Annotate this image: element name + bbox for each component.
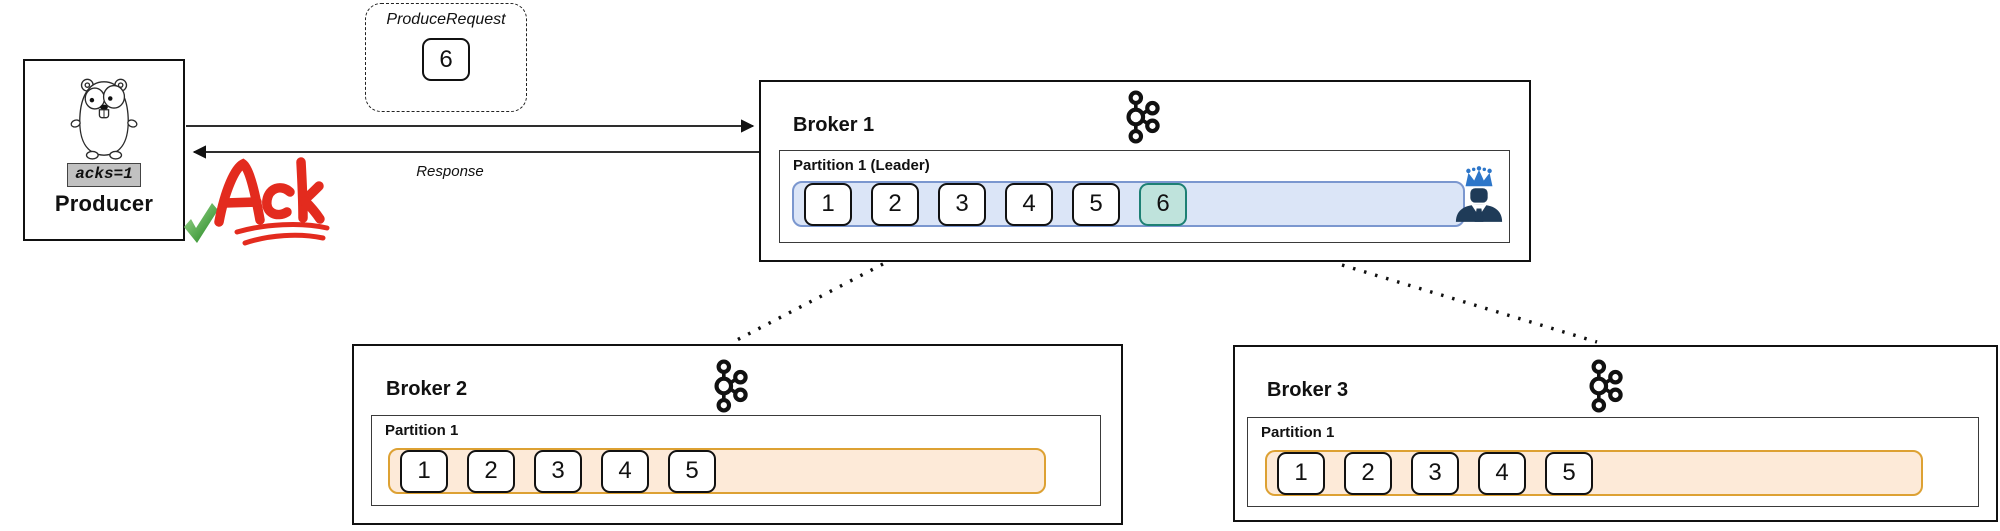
go-gopher-icon — [70, 78, 138, 160]
producer-title: Producer — [54, 191, 154, 216]
message-box: 3 — [938, 182, 986, 226]
message-box: 3 — [534, 449, 582, 493]
producer-box: acks=1 Producer — [23, 59, 185, 241]
message-box: 4 — [601, 449, 649, 493]
kafka-logo-icon — [1126, 90, 1160, 144]
replication-link-broker2 — [732, 262, 884, 344]
message-box: 1 — [400, 449, 448, 493]
message-box: 3 — [1411, 451, 1459, 495]
message-box: 2 — [467, 449, 515, 493]
message-box: 5 — [1545, 451, 1593, 495]
message-box: 5 — [1072, 182, 1120, 226]
message-box-pending: 6 — [422, 38, 470, 81]
kafka-logo-icon — [714, 359, 748, 413]
replication-link-broker3 — [1341, 263, 1598, 344]
broker3-partition-label: Partition 1 — [1261, 424, 1335, 441]
produce-request-label: ProduceRequest — [386, 11, 506, 28]
produce-request-bubble: ProduceRequest 6 — [365, 3, 527, 112]
broker1-title: Broker 1 — [793, 114, 875, 136]
response-label: Response — [416, 163, 484, 180]
message-box: 2 — [871, 182, 919, 226]
message-box: 5 — [668, 449, 716, 493]
broker2-partition-label: Partition 1 — [385, 422, 459, 439]
leader-crown-person-icon — [1455, 166, 1503, 222]
broker2-title: Broker 2 — [386, 378, 468, 400]
ack-check-icon — [184, 203, 218, 243]
acks-config-chip: acks=1 — [67, 163, 141, 187]
message-box: 2 — [1344, 451, 1392, 495]
message-box: 4 — [1005, 182, 1053, 226]
broker1-partition-label: Partition 1 (Leader) — [793, 157, 930, 174]
message-box: 4 — [1478, 451, 1526, 495]
ack-handwritten-label — [214, 157, 330, 246]
message-box: 1 — [804, 182, 852, 226]
kafka-logo-icon — [1589, 359, 1623, 413]
message-box: 1 — [1277, 451, 1325, 495]
broker3-title: Broker 3 — [1267, 379, 1349, 401]
message-box: 6 — [1139, 182, 1187, 226]
